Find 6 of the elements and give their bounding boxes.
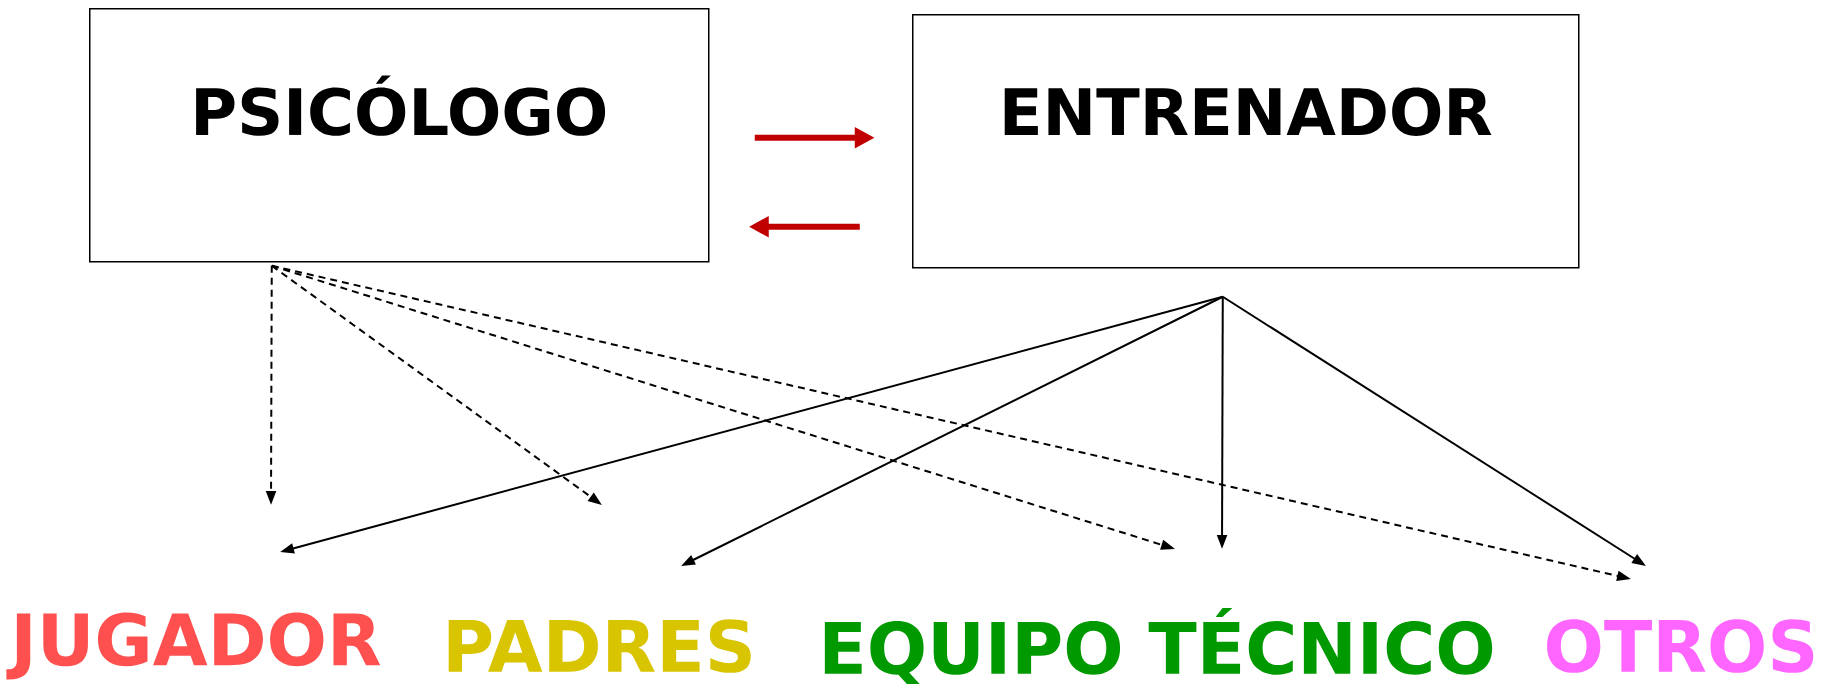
label-text: OTROS: [1547, 619, 1814, 673]
label-text: JUGADOR: [6, 612, 381, 680]
process-box: PSICÓLOGO: [89, 8, 710, 263]
label-text: PADRES: [448, 619, 751, 673]
label-text: EQUIPO TÉCNICO: [824, 607, 1493, 685]
process-box: ENTRENADOR: [912, 14, 1580, 269]
